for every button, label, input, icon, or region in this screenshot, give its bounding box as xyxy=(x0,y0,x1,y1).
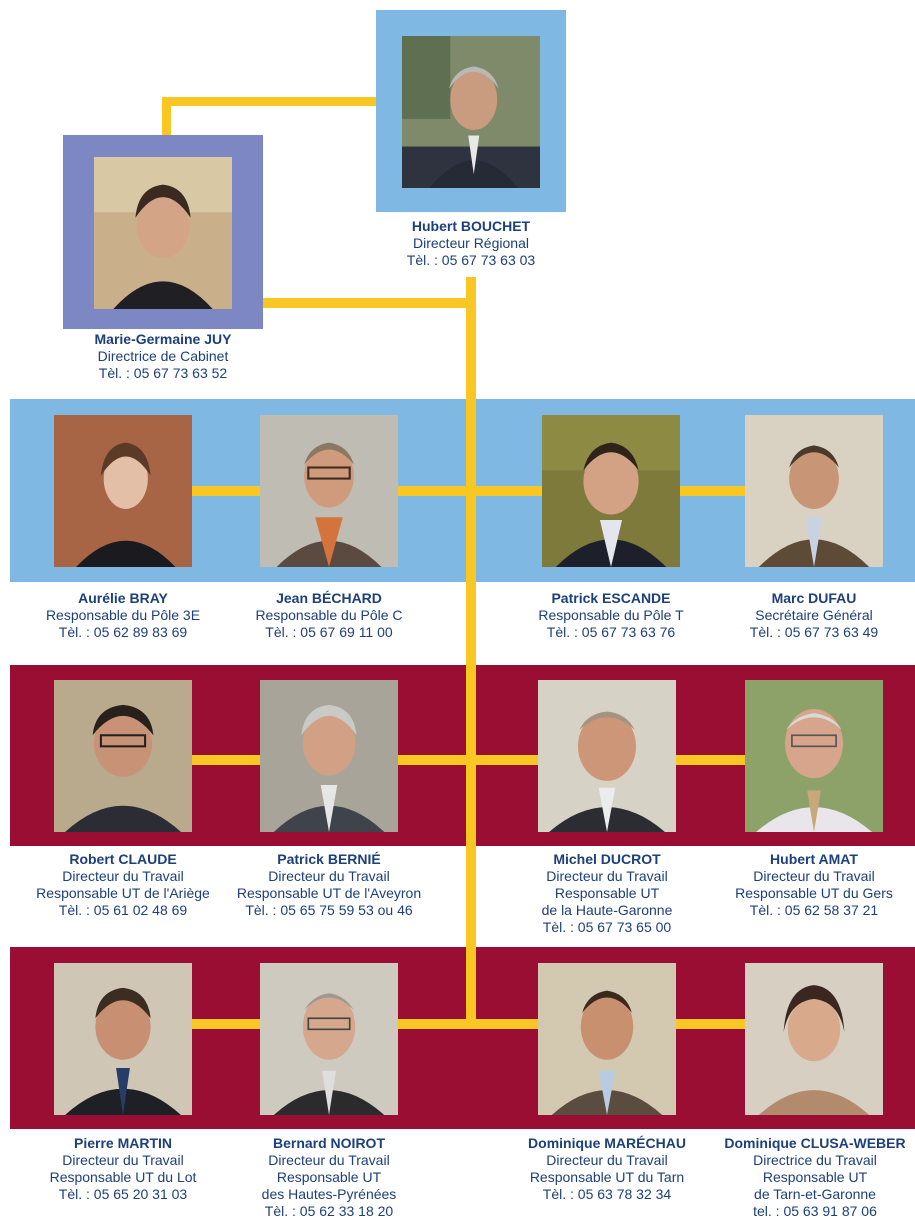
person-name: Marc DUFAU xyxy=(771,590,857,606)
ut-photo xyxy=(538,680,676,832)
pole-card: Marc DUFAU Secrétaire Général Tèl. : 05 … xyxy=(699,590,915,641)
person-line: Tèl. : 05 61 02 48 69 xyxy=(58,902,188,918)
person-line: Secrétaire Général xyxy=(755,607,873,623)
ut-photo xyxy=(54,963,192,1115)
connector-line xyxy=(162,97,380,106)
ut-card: Pierre MARTIN Directeur du Travail Respo… xyxy=(8,1135,238,1203)
person-line: Responsable du Pôle T xyxy=(538,607,684,623)
person-name: Hubert BOUCHET xyxy=(411,218,531,234)
person-name: Pierre MARTIN xyxy=(73,1135,173,1151)
ut-card: Bernard NOIROT Directeur du Travail Resp… xyxy=(214,1135,444,1220)
ut-card: Dominique MARÉCHAU Directeur du Travail … xyxy=(492,1135,722,1203)
person-name: Michel DUCROT xyxy=(553,851,661,867)
person-line: Responsable du Pôle 3E xyxy=(45,607,201,623)
ut-card: Patrick BERNIÉ Directeur du Travail Resp… xyxy=(214,851,444,919)
person-line: Tèl. : 05 67 69 11 00 xyxy=(265,624,393,640)
person-line: Directeur du Travail xyxy=(546,1152,668,1168)
person-name: Patrick BERNIÉ xyxy=(277,851,381,867)
person-line: Directeur du Travail xyxy=(62,1152,184,1168)
person-line: Directeur du Travail xyxy=(268,868,390,884)
director-card: Hubert BOUCHET Directeur Régional Tèl. :… xyxy=(371,218,571,269)
person-line: Tèl. : 05 62 89 83 69 xyxy=(58,624,188,640)
person-name: Robert CLAUDE xyxy=(69,851,177,867)
person-line: Directeur du Travail xyxy=(753,868,875,884)
person-name: Patrick ESCANDE xyxy=(551,590,671,606)
person-name: Dominique CLUSA-WEBER xyxy=(724,1135,906,1151)
pole-photo xyxy=(542,415,680,567)
ut-card: Michel DUCROT Directeur du Travail Respo… xyxy=(492,851,722,936)
person-line: Tèl. : 05 62 58 37 21 xyxy=(749,902,879,918)
pole-photo xyxy=(260,415,398,567)
person-line: Directeur du Travail xyxy=(62,868,184,884)
ut-card: Hubert AMAT Directeur du Travail Respons… xyxy=(699,851,915,919)
pole-card: Jean BÉCHARD Responsable du Pôle C Tèl. … xyxy=(214,590,444,641)
person-line: Tèl. : 05 67 73 63 52 xyxy=(98,365,228,381)
connector-line xyxy=(466,277,476,1020)
person-line: de la Haute-Garonne xyxy=(541,902,673,918)
pole-card: Aurélie BRAY Responsable du Pôle 3E Tèl.… xyxy=(8,590,238,641)
cabinet-photo xyxy=(94,157,232,309)
person-name: Hubert AMAT xyxy=(770,851,858,867)
director-photo xyxy=(402,36,540,188)
pole-photo xyxy=(745,415,883,567)
cabinet-card: Marie-Germaine JUY Directrice de Cabinet… xyxy=(58,331,268,382)
person-name: Bernard NOIROT xyxy=(272,1135,385,1151)
connector-line xyxy=(190,486,746,496)
connector-line xyxy=(190,1019,746,1029)
person-line: Tèl. : 05 63 78 32 34 xyxy=(542,1186,672,1202)
person-line: Tèl. : 05 62 33 18 20 xyxy=(264,1203,394,1219)
person-name: Jean BÉCHARD xyxy=(276,590,382,606)
person-line: Responsable UT du Lot xyxy=(49,1169,197,1185)
connector-line xyxy=(262,298,470,308)
person-line: Directrice de Cabinet xyxy=(97,348,229,364)
connector-line xyxy=(162,97,171,137)
person-line: Directeur du Travail xyxy=(268,1152,390,1168)
person-name: Aurélie BRAY xyxy=(78,590,168,606)
person-line: Responsable UT du Gers xyxy=(735,885,893,901)
person-line: Tèl. : 05 67 73 63 49 xyxy=(749,624,879,640)
person-line: des Hautes-Pyrénées xyxy=(261,1186,397,1202)
person-line: Directrice du Travail xyxy=(753,1152,877,1168)
person-line: Responsable UT xyxy=(276,1169,382,1185)
person-line: tel. : 05 63 91 87 06 xyxy=(753,1203,877,1219)
ut-photo xyxy=(54,680,192,832)
person-line: Tèl. : 05 67 73 63 03 xyxy=(406,252,536,268)
person-line: Responsable UT xyxy=(554,885,660,901)
ut-photo xyxy=(538,963,676,1115)
person-line: Responsable UT de l'Ariège xyxy=(36,885,210,901)
person-line: Responsable du Pôle C xyxy=(255,607,403,623)
person-line: Directeur du Travail xyxy=(546,868,668,884)
ut-photo xyxy=(745,963,883,1115)
connector-line xyxy=(190,755,746,765)
person-line: Directeur Régional xyxy=(413,235,529,251)
person-line: Tèl. : 05 65 75 59 53 ou 46 xyxy=(245,902,413,918)
person-line: Tèl. : 05 67 73 63 76 xyxy=(546,624,676,640)
person-line: Responsable UT de l'Aveyron xyxy=(236,885,422,901)
ut-photo xyxy=(745,680,883,832)
ut-photo xyxy=(260,963,398,1115)
ut-card: Dominique CLUSA-WEBER Directrice du Trav… xyxy=(715,1135,915,1220)
ut-photo xyxy=(260,680,398,832)
person-name: Marie-Germaine JUY xyxy=(94,331,232,347)
person-name: Dominique MARÉCHAU xyxy=(528,1135,686,1151)
ut-card: Robert CLAUDE Directeur du Travail Respo… xyxy=(0,851,246,919)
person-line: Tèl. : 05 65 20 31 03 xyxy=(58,1186,188,1202)
person-line: Tèl. : 05 67 73 65 00 xyxy=(542,919,672,935)
pole-card: Patrick ESCANDE Responsable du Pôle T Tè… xyxy=(496,590,726,641)
person-line: Responsable UT xyxy=(762,1169,868,1185)
person-line: Responsable UT du Tarn xyxy=(529,1169,685,1185)
pole-photo xyxy=(54,415,192,567)
person-line: de Tarn-et-Garonne xyxy=(754,1186,876,1202)
